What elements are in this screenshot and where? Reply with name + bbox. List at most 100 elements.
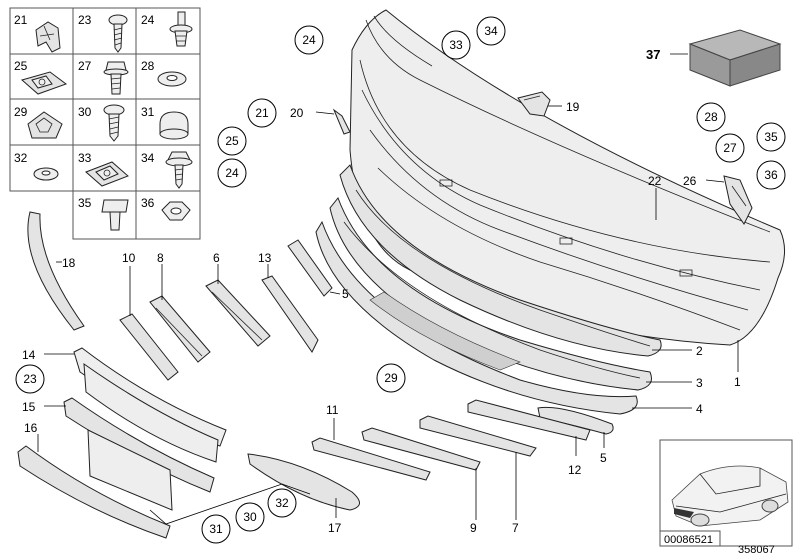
callout-4: 4 bbox=[696, 402, 703, 416]
callout-11: 11 bbox=[326, 403, 339, 417]
callout-1: 1 bbox=[734, 375, 741, 389]
svg-text:27: 27 bbox=[723, 141, 737, 155]
callout-3: 3 bbox=[696, 376, 703, 390]
lower-strip-16 bbox=[17, 445, 171, 539]
air-duct-6 bbox=[205, 279, 271, 347]
circled-24-top: 24 bbox=[294, 25, 324, 55]
circled-28: 28 bbox=[696, 102, 726, 132]
grid-label-31: 31 bbox=[141, 105, 155, 119]
leader-lines bbox=[37, 53, 739, 525]
svg-text:28: 28 bbox=[704, 110, 718, 124]
circled-35: 35 bbox=[756, 122, 786, 152]
clip-nut-25-icon bbox=[20, 71, 68, 95]
clip-29-icon bbox=[27, 111, 63, 139]
circled-30: 30 bbox=[235, 502, 265, 532]
small-part-20 bbox=[332, 108, 351, 135]
air-duct-10 bbox=[119, 313, 179, 381]
circled-32: 32 bbox=[267, 488, 297, 518]
callout-19: 19 bbox=[566, 100, 580, 114]
callout-10: 10 bbox=[122, 251, 136, 265]
grid-label-34: 34 bbox=[141, 151, 155, 165]
svg-text:24: 24 bbox=[302, 33, 316, 47]
svg-text:32: 32 bbox=[275, 496, 289, 510]
grid-label-23: 23 bbox=[78, 13, 92, 27]
grid-label-32: 32 bbox=[14, 151, 28, 165]
hex-nut-36-icon bbox=[161, 201, 191, 221]
vehicle-inset: 00086521 bbox=[659, 439, 793, 547]
inset-code: 00086521 bbox=[664, 534, 713, 546]
square-screw-35-icon bbox=[101, 199, 129, 231]
callout-26: 26 bbox=[683, 174, 697, 188]
fastener-grid: 21 23 24 25 27 28 29 30 31 32 33 34 35 3… bbox=[9, 7, 201, 240]
callout-6: 6 bbox=[213, 251, 220, 265]
car-silhouette-icon bbox=[671, 465, 789, 527]
svg-text:23: 23 bbox=[23, 372, 37, 386]
strip-9 bbox=[361, 427, 481, 471]
grid-label-35: 35 bbox=[78, 196, 92, 210]
svg-text:29: 29 bbox=[384, 371, 398, 385]
washer-32-icon bbox=[33, 167, 59, 181]
kit-box-37 bbox=[688, 29, 782, 87]
strip-12 bbox=[467, 399, 591, 441]
svg-text:30: 30 bbox=[243, 510, 257, 524]
callout-9: 9 bbox=[470, 521, 477, 535]
callout-7: 7 bbox=[512, 521, 519, 535]
circled-36: 36 bbox=[756, 160, 786, 190]
air-duct-8 bbox=[149, 295, 211, 363]
svg-text:24: 24 bbox=[225, 166, 239, 180]
callout-13: 13 bbox=[258, 251, 272, 265]
circled-references: 24 33 34 21 25 24 28 27 bbox=[15, 16, 786, 544]
callout-12: 12 bbox=[568, 463, 582, 477]
circled-29: 29 bbox=[376, 363, 406, 393]
callout-2: 2 bbox=[696, 344, 703, 358]
grille-trim-2 bbox=[339, 164, 662, 357]
circled-34: 34 bbox=[476, 16, 506, 46]
svg-text:35: 35 bbox=[764, 130, 778, 144]
grid-label-29: 29 bbox=[14, 105, 28, 119]
collar-screw-34-icon bbox=[165, 151, 193, 189]
license-plate-base-14 bbox=[73, 347, 227, 463]
svg-text:31: 31 bbox=[209, 522, 223, 536]
circled-24-mid: 24 bbox=[217, 158, 247, 188]
grid-label-25: 25 bbox=[14, 59, 28, 73]
callout-8: 8 bbox=[157, 251, 164, 265]
callout-17: 17 bbox=[328, 521, 342, 535]
grid-label-21: 21 bbox=[14, 13, 28, 27]
clip-21-icon bbox=[35, 21, 61, 53]
strip-7 bbox=[419, 415, 537, 457]
circled-23: 23 bbox=[15, 364, 45, 394]
spring-nut-33-icon bbox=[85, 161, 129, 187]
lower-grille-4 bbox=[315, 220, 638, 415]
grid-label-27: 27 bbox=[78, 59, 92, 73]
grid-label-33: 33 bbox=[78, 151, 92, 165]
trim-strip-18 bbox=[27, 211, 85, 331]
diagram-id: 358067 bbox=[738, 544, 775, 556]
svg-text:34: 34 bbox=[484, 24, 498, 38]
callout-14: 14 bbox=[22, 348, 36, 362]
grid-label-24: 24 bbox=[141, 13, 155, 27]
air-duct-13 bbox=[261, 275, 319, 353]
clip-19 bbox=[517, 91, 551, 117]
callout-18: 18 bbox=[62, 256, 76, 270]
grid-label-30: 30 bbox=[78, 105, 92, 119]
callout-15: 15 bbox=[22, 400, 36, 414]
svg-text:25: 25 bbox=[225, 134, 239, 148]
circled-27: 27 bbox=[715, 133, 745, 163]
screw-23-icon bbox=[108, 14, 128, 53]
callout-5-left: 5 bbox=[342, 287, 349, 301]
cap-31-icon bbox=[159, 111, 189, 140]
svg-text:36: 36 bbox=[764, 168, 778, 182]
callout-5-right: 5 bbox=[600, 451, 607, 465]
svg-text:21: 21 bbox=[255, 106, 269, 120]
circled-25: 25 bbox=[217, 126, 247, 156]
air-duct-5-left bbox=[287, 239, 333, 297]
rivet-24-icon bbox=[169, 11, 193, 47]
svg-text:33: 33 bbox=[449, 38, 463, 52]
lower-spoiler-17 bbox=[247, 453, 360, 511]
strip-11 bbox=[311, 437, 431, 481]
screw-30-icon bbox=[103, 104, 125, 142]
circled-33: 33 bbox=[441, 30, 471, 60]
circled-21: 21 bbox=[247, 98, 277, 128]
bumper-cover-1 bbox=[349, 9, 785, 346]
